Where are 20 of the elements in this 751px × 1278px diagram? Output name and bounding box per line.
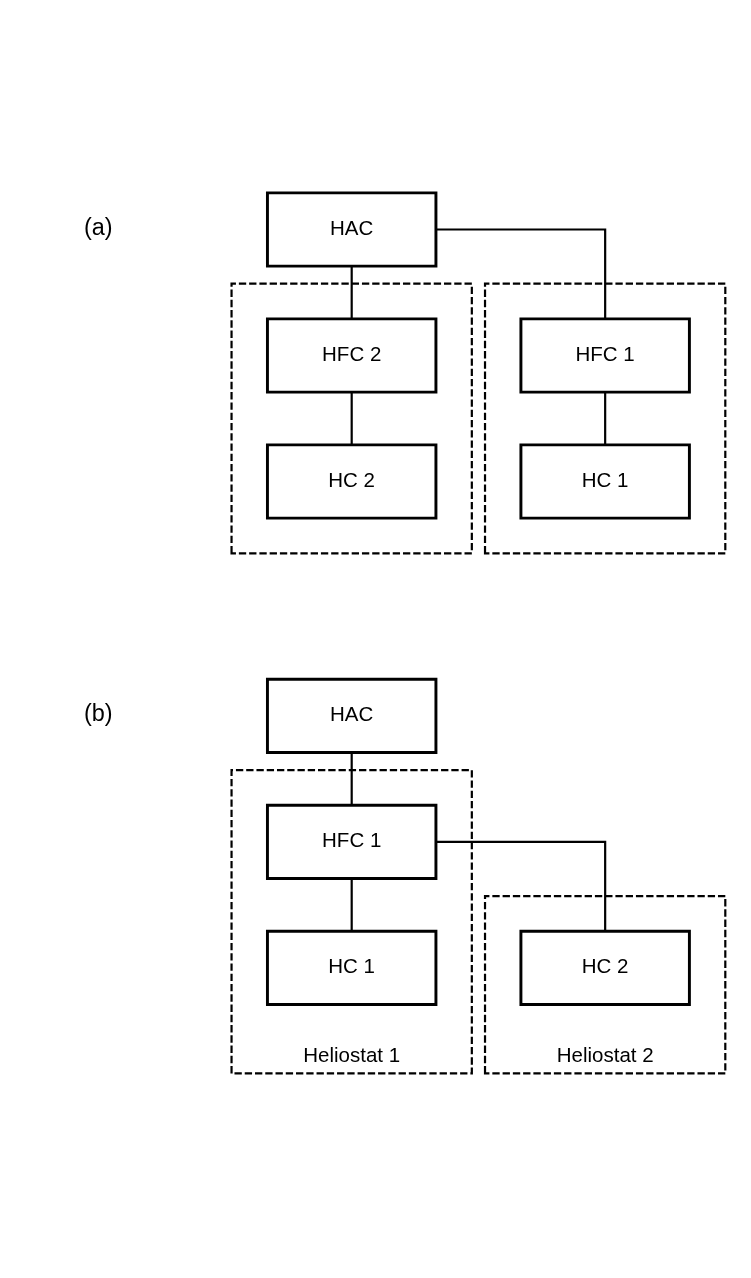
connector xyxy=(350,266,353,319)
node-box: HAC xyxy=(265,677,438,754)
label: (b) xyxy=(83,700,113,727)
connector xyxy=(436,840,607,931)
node-box: HFC 1 xyxy=(519,317,691,394)
label: (a) xyxy=(83,214,113,241)
connector xyxy=(350,879,353,932)
node-box: HC 2 xyxy=(519,929,691,1007)
node-box: HAC xyxy=(265,191,438,268)
connector xyxy=(350,753,353,806)
node-box: HC 1 xyxy=(265,929,438,1007)
cluster xyxy=(483,282,727,555)
node-box: HFC 1 xyxy=(265,803,438,880)
cluster xyxy=(230,282,473,555)
node-box: HFC 2 xyxy=(265,317,438,394)
node-box: HC 2 xyxy=(265,443,438,520)
node-box: HC 1 xyxy=(519,443,691,520)
connector xyxy=(604,392,607,445)
connector xyxy=(436,228,607,319)
connector xyxy=(350,392,353,445)
